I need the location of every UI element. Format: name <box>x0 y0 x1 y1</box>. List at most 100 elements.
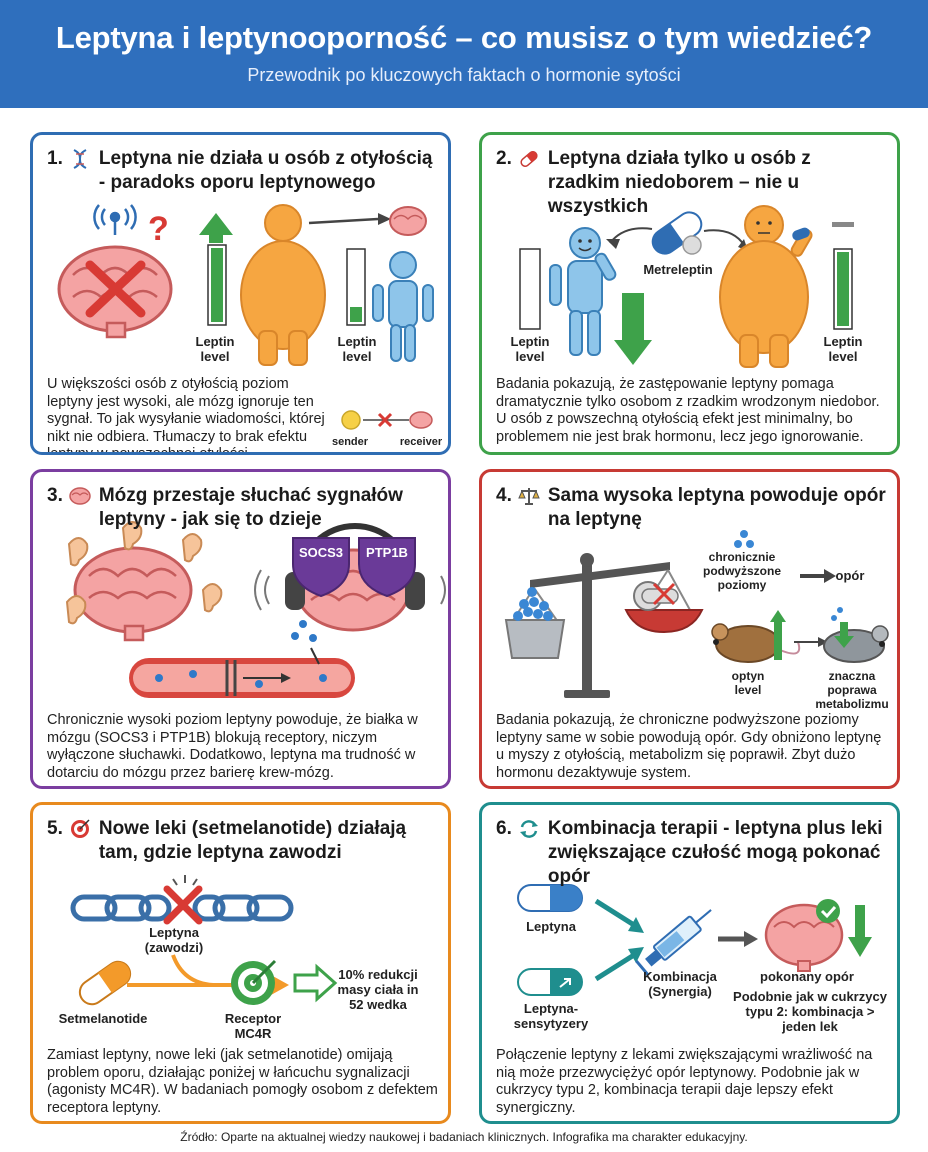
card-combination-therapy: 6. Kombinacja terapii - leptyna plus lek… <box>479 802 900 1124</box>
card3-title: Mózg przestaje słuchać sygnałów leptyny … <box>98 485 403 530</box>
arrow-down-icon <box>614 340 652 365</box>
dna-icon <box>73 149 87 169</box>
scale-icon <box>504 553 704 698</box>
ptp1b-label: PTP1B <box>366 545 408 560</box>
ear-icon <box>65 521 223 625</box>
card3-illustration <box>65 521 446 698</box>
card-high-leptin-causes-resistance: 4. Sama wysoka leptyna powoduje opór na … <box>479 469 900 789</box>
shield-icon <box>292 537 416 598</box>
check-icon <box>816 899 840 923</box>
card1-number: 1. <box>47 148 63 169</box>
scale-icon <box>518 488 540 505</box>
arrow-up-icon <box>199 213 233 243</box>
target-icon <box>231 959 277 1005</box>
combination-label: Kombinacja (Synergia) <box>643 969 717 999</box>
card5-body: Zamiast leptyny, nowe leki (jak setmelan… <box>47 1047 438 1116</box>
cycle-icon <box>519 820 538 838</box>
leptin-level-low-label: Leptin level <box>337 334 377 364</box>
leptin-level-right-label: Leptin level <box>823 334 863 364</box>
mouse-icon <box>711 623 801 663</box>
card6-title: Kombinacja terapii - leptyna plus leki z… <box>547 818 883 887</box>
card3-title-row: 3. Mózg przestaje słuchać sygnałów lepty… <box>47 484 438 532</box>
card4-title: Sama wysoka leptyna powoduje opór na lep… <box>547 485 886 530</box>
card5-title-row: 5. Nowe leki (setmelanotide) działają ta… <box>47 817 438 865</box>
resistance-label: opór <box>835 568 865 583</box>
capsule-icon <box>517 968 583 996</box>
mouse-icon <box>823 625 889 663</box>
receiver-label: receiver <box>399 436 443 448</box>
weight-reduction-label: 10% redukcji masy ciała in 52 wedka <box>337 967 419 1012</box>
chronic-levels-label: chronicznie podwyższone poziomy <box>702 550 781 592</box>
receiver-icon <box>409 411 433 429</box>
resistance-overcome-label: pokonany opór <box>760 969 854 984</box>
setmelanotide-label: Setmelanotide <box>58 1011 148 1026</box>
card5-number: 5. <box>47 818 63 839</box>
sender-label: sender <box>331 436 369 448</box>
header: Leptyna i leptynooporność – co musisz o … <box>0 0 928 108</box>
card6-number: 6. <box>496 818 512 839</box>
arrow-right-icon <box>293 963 338 1003</box>
card1-title: Leptyna nie działa u osób z otyłością - … <box>98 148 433 193</box>
leptin-level-left-label: Leptin level <box>510 334 550 364</box>
card2-title: Leptyna działa tylko u osób z rzadkim ni… <box>547 148 811 217</box>
sensitizers-label: Leptyna-sensytyzery <box>513 1001 589 1031</box>
card2-body: Badania pokazują, że zastępowanie leptyn… <box>496 376 880 445</box>
arrow-down-icon <box>848 937 872 957</box>
card4-body: Badania pokazują, że chroniczne podwyższ… <box>496 712 882 781</box>
card-setmelanotide: 5. Nowe leki (setmelanotide) działają ta… <box>30 802 451 1124</box>
arrow-right-icon <box>824 569 836 583</box>
metreleptin-label: Metreleptin <box>643 262 713 277</box>
card4-title-row: 4. Sama wysoka leptyna powoduje opór na … <box>496 484 887 532</box>
broken-chain-icon <box>70 894 294 922</box>
brain-icon <box>73 546 193 642</box>
card2-illustration <box>519 205 854 368</box>
card-brain-stops-listening: 3. Mózg przestaje słuchać sygnałów lepty… <box>30 469 451 789</box>
close-icon <box>85 260 146 318</box>
obese-person-icon <box>240 204 326 366</box>
card5-title: Nowe leki (setmelanotide) działają tam, … <box>98 818 407 863</box>
syringe-icon <box>635 909 712 976</box>
thin-person-icon <box>549 227 617 356</box>
leptin-label: Leptyna <box>526 919 576 934</box>
card6-body: Połączenie leptyny z lekami zwiększający… <box>496 1047 873 1116</box>
obese-person-icon <box>719 205 813 368</box>
arrow-down-icon <box>834 622 854 648</box>
pill-icon <box>520 151 538 167</box>
small-brain-icon <box>389 206 427 236</box>
signal-icon <box>93 204 137 235</box>
diabetes-analogy-label: Podobnie jak w cukrzycy typu 2: kombinac… <box>733 989 887 1034</box>
close-icon <box>163 885 203 925</box>
thin-person-icon <box>372 251 434 362</box>
question-mark-icon: ? <box>148 210 169 248</box>
blood-vessel-icon <box>129 620 355 698</box>
card3-body: Chronicznie wysoki poziom leptyny powodu… <box>47 712 418 781</box>
arrow-right-icon <box>744 931 758 947</box>
card6-title-row: 6. Kombinacja terapii - leptyna plus lek… <box>496 817 887 889</box>
footer-source: Źródło: Oparte na aktualnej wiedzy nauko… <box>180 1130 748 1144</box>
page-subtitle: Przewodnik po kluczowych faktach o hormo… <box>247 65 681 85</box>
card1-title-row: 1. Leptyna nie działa u osób z otyłością… <box>47 147 438 195</box>
leptin-fails-label: Leptyna (zawodzi) <box>144 925 204 955</box>
brain-icon <box>69 487 91 505</box>
target-icon <box>70 819 90 838</box>
card4-illustration <box>504 530 889 698</box>
card2-title-row: 2. Leptyna działa tylko u osób z rzadkim… <box>496 147 887 219</box>
card6-illustration <box>517 884 872 996</box>
card1-illustration: ? <box>57 204 434 430</box>
card2-number: 2. <box>496 148 512 169</box>
optimal-level-label: optyn level <box>731 669 765 697</box>
capsule-icon <box>78 960 132 1006</box>
leptin-level-high-label: Leptin level <box>195 334 235 364</box>
socs3-label: SOCS3 <box>298 545 344 560</box>
capsule-icon <box>517 884 583 912</box>
card5-illustration <box>70 875 338 1006</box>
page-title: Leptyna i leptynooporność – co musisz o … <box>55 20 873 55</box>
card3-number: 3. <box>47 485 63 506</box>
card-leptin-resistance-paradox: ? <box>30 132 451 455</box>
card4-number: 4. <box>496 485 512 506</box>
card1-body: U większości osób z otyłością poziom lep… <box>47 376 325 455</box>
sender-icon <box>341 410 361 430</box>
mc4r-receptor-label: Receptor MC4R <box>224 1011 282 1041</box>
metabolism-improvement-label: znaczna poprawa metabolizmu <box>815 669 889 711</box>
card-rare-deficiency: 2. Leptyna działa tylko u osób z rzadkim… <box>479 132 900 455</box>
